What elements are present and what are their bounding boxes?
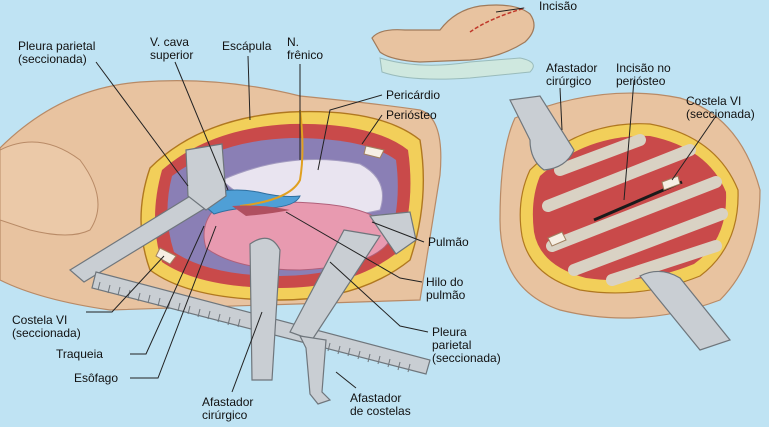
label-afastador-cirurgico-right: Afastador cirúrgico bbox=[546, 62, 597, 88]
label-hilo-do-pulmao: Hilo do pulmão bbox=[426, 276, 465, 302]
label-pericardio: Pericárdio bbox=[386, 89, 440, 102]
retractor-crank bbox=[300, 336, 330, 404]
label-costela-vi-right: Costela VI (seccionada) bbox=[686, 95, 755, 121]
label-escapula: Escápula bbox=[222, 40, 271, 53]
patient-position-inset bbox=[372, 5, 534, 79]
label-pulmao: Pulmão bbox=[428, 236, 469, 249]
label-pleura-parietal-top: Pleura parietal (seccionada) bbox=[18, 40, 95, 66]
surgical-retractor-handle bbox=[250, 238, 280, 380]
label-afastador-de-costelas: Afastador de costelas bbox=[350, 392, 411, 418]
label-n-frenico: N. frênico bbox=[287, 36, 323, 62]
label-traqueia: Traqueia bbox=[56, 348, 103, 361]
label-esofago: Esôfago bbox=[74, 372, 118, 385]
label-periosteo: Periósteo bbox=[386, 109, 437, 122]
label-afastador-cirurgico-bottom: Afastador cirúrgico bbox=[202, 396, 253, 422]
label-costela-vi-left: Costela VI (seccionada) bbox=[12, 314, 81, 340]
label-v-cava-superior: V. cava superior bbox=[150, 36, 193, 62]
label-incisao: Incisão bbox=[539, 0, 577, 13]
label-pleura-parietal-bottom: Pleura parietal (seccionada) bbox=[432, 326, 501, 365]
inset-pad bbox=[380, 58, 533, 79]
label-incisao-no-periosteo: Incisão no periósteo bbox=[616, 62, 671, 88]
